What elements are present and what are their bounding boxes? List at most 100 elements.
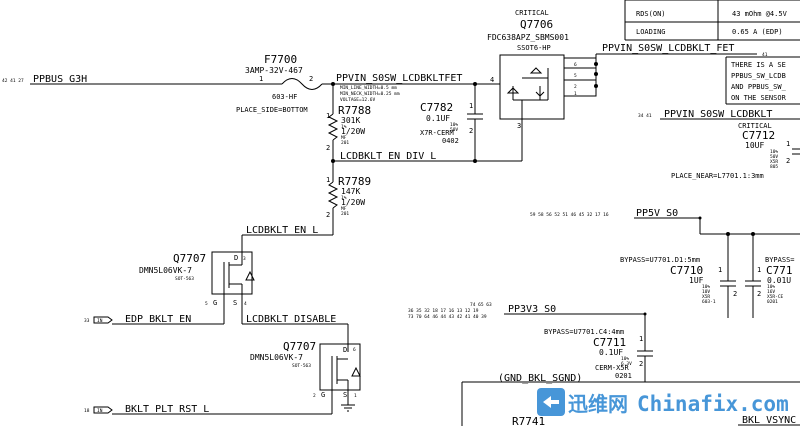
- q7706-pin-box: [563, 57, 597, 97]
- page-refs-ppvin-right: 34 41: [638, 113, 652, 119]
- c7713-tol: 10%: [767, 284, 775, 290]
- q7706-pin: 4: [490, 76, 494, 84]
- q7706-value: FDC638APZ_SBMS001: [487, 33, 569, 42]
- c7713-pin1: 1: [757, 266, 761, 274]
- q7706-diode: [529, 67, 543, 74]
- c7782-pin1: 1: [469, 102, 473, 110]
- port-page-ref: 18: [84, 408, 90, 414]
- page-refs-ppbus: 42 41 27: [2, 78, 24, 84]
- net-bkl-vsync: BKL_VSYNC: [742, 415, 796, 426]
- mosfet-q7706: CRITICAL Q7706 FDC638APZ_SBMS001 SSOT6-H…: [487, 9, 597, 130]
- port-page-ref: 33: [84, 318, 90, 324]
- watermark-arrow-icon: [543, 396, 559, 408]
- c7712-size: 805: [770, 164, 778, 170]
- watermark: 迅维网 Chinafix.com: [537, 388, 789, 416]
- resistor-r7789: R7789 147K 1% 1/20W MF 201 1 2: [326, 175, 371, 219]
- junction-dot: [594, 72, 598, 76]
- resistor-r7788: R7788 301K 1% 1/20W MF 201 1 2: [326, 104, 371, 152]
- net-lcdbklt-en-div-l: LCDBKLT_EN_DIV_L: [340, 151, 436, 162]
- r7789-ref: R7789: [338, 175, 371, 188]
- q7707a-body: [211, 251, 253, 295]
- net-lcdbklt-disable: LCDBKLT_DISABLE: [246, 314, 336, 325]
- q7707b-body: [319, 343, 361, 391]
- q7707a-pin-s: S: [233, 299, 237, 307]
- q7707a-pin-num: 3: [243, 256, 246, 262]
- side-note-line: THERE IS A SE: [731, 61, 786, 69]
- side-note-line: AND PPBUS_SW_: [731, 83, 787, 91]
- r7788-size: 201: [341, 140, 349, 146]
- q7706-arrow: [535, 91, 545, 97]
- ground-symbol: [341, 404, 355, 412]
- c7712-critical: CRITICAL: [738, 122, 772, 130]
- mosfet-q7707a: Q7707 DMN5L06VK-7 SOT-563 D 3 G 5 S 4: [139, 251, 255, 307]
- junction-dot: [473, 82, 477, 86]
- c7711-ref: C7711: [593, 336, 626, 349]
- q7707b-pin-num: 1: [354, 393, 357, 399]
- mosfet-q7707b: Q7707 DMN5L06VK-7 SOT-563 D 6 G 2 S 1: [250, 340, 361, 399]
- c7710-ref: C7710: [670, 264, 703, 277]
- c7710-diel: X5R: [702, 294, 710, 300]
- fuse-symbol: [281, 78, 323, 90]
- c7713-volt: 16V: [767, 289, 775, 295]
- c7711-pin1: 1: [639, 335, 643, 343]
- side-note: THERE IS A SE PPBUS_SW_LCDB AND PPBUS_SW…: [725, 56, 800, 105]
- watermark-cn: 迅维网: [568, 392, 628, 416]
- net-lcdbklt-en-l: LCDBKLT_EN_L: [246, 225, 318, 236]
- q7706-package: SSOT6-HP: [517, 44, 551, 52]
- capacitor-c7713: BYPASS= C771 0.01U 10% 16V X5R-CE 0201 1…: [745, 256, 795, 305]
- q7707b-pin-d: D: [343, 346, 347, 354]
- c7712-note: PLACE_NEAR=L7701.1:3mm: [671, 172, 764, 180]
- c7711-diel: CERM-X5R: [595, 364, 630, 372]
- r7789-power: 1/20W: [341, 198, 365, 207]
- c7710-value: 1UF: [689, 276, 704, 285]
- c7711-tol: 10%: [621, 356, 629, 362]
- c7782-volt: 50V: [450, 127, 458, 133]
- c7711-pin2: 2: [639, 360, 643, 368]
- net-gnd-bkl-sgnd: (GND_BKL_SGND): [498, 373, 582, 384]
- net-pp5v-s0: PP5V_S0: [636, 208, 678, 219]
- capacitor-c7712: CRITICAL C7712 10UF 10% 50V X5R 805 1 2 …: [671, 122, 800, 180]
- resistor-zigzag: [327, 113, 339, 141]
- q7706-pin: 6: [574, 62, 577, 68]
- f7700-package: 603-HF: [272, 93, 297, 101]
- r7741-ref: R7741: [512, 415, 545, 426]
- trace-note: MIN_LINE_WIDTH=0.5 mm: [340, 85, 397, 91]
- r7788-type: MF: [341, 135, 347, 141]
- net-ppbus-g3h: PPBUS_G3H: [33, 74, 87, 85]
- page-refs-pp3v3: 74 65 63: [470, 302, 492, 308]
- junction-dot: [594, 62, 598, 66]
- q7707b-ref: Q7707: [283, 340, 316, 353]
- net-ppvin-s0sw-lcdbklt-fet: PPVIN_S0SW_LCDBKLT_FET: [602, 43, 734, 54]
- q7706-critical: CRITICAL: [515, 9, 549, 17]
- q7707b-value: DMN5L06VK-7: [250, 353, 303, 362]
- q7707a-diode: [245, 270, 255, 281]
- c7712-ref: C7712: [742, 129, 775, 142]
- capacitor-c7711: BYPASS=U7701.C4:4mm C7711 0.1UF 10% 6.3V…: [544, 328, 653, 380]
- c7782-diel: X7R-CERM: [420, 129, 454, 137]
- c7712-pin1: 1: [786, 140, 790, 148]
- page-refs-pp5v: 59 58 56 52 51 46 45 32 17 16: [530, 212, 609, 218]
- net-bklt-plt-rst-l: BKLT_PLT_RST_L: [125, 404, 209, 415]
- c7782-size: 0402: [442, 137, 459, 145]
- page-refs-pp3v3: 36 35 32 18 17 16 13 12 19: [408, 308, 479, 314]
- page-refs-ppvin-top: 41: [762, 52, 768, 58]
- q7707a-pin-g: G: [213, 299, 217, 307]
- q7707b-package: SOT-563: [292, 363, 311, 369]
- q7707a-package: SOT-563: [175, 276, 194, 282]
- r7789-pin2: 2: [326, 211, 330, 219]
- page-refs-pp3v3: 73 70 64 46 44 43 42 41 40 39: [408, 314, 487, 320]
- f7700-value: 3AMP-32V-467: [245, 66, 303, 75]
- q7707b-diode: [351, 366, 361, 377]
- resistor-zigzag: [327, 181, 339, 209]
- q7706-body: [499, 54, 565, 120]
- q7707b-pin-num: 6: [353, 347, 356, 353]
- q7706-pin: 1: [574, 91, 577, 97]
- c7710-tol: 10%: [702, 284, 710, 290]
- c7710-volt: 10V: [702, 289, 710, 295]
- q7706-pin: 5: [574, 73, 577, 79]
- c7711-volt: 6.3V: [621, 361, 632, 367]
- r7789-value: 147K: [341, 187, 360, 196]
- r7788-pin2: 2: [326, 144, 330, 152]
- c7710-note: BYPASS=U7701.D1:5mm: [620, 256, 700, 264]
- c7712-value: 10UF: [745, 141, 764, 150]
